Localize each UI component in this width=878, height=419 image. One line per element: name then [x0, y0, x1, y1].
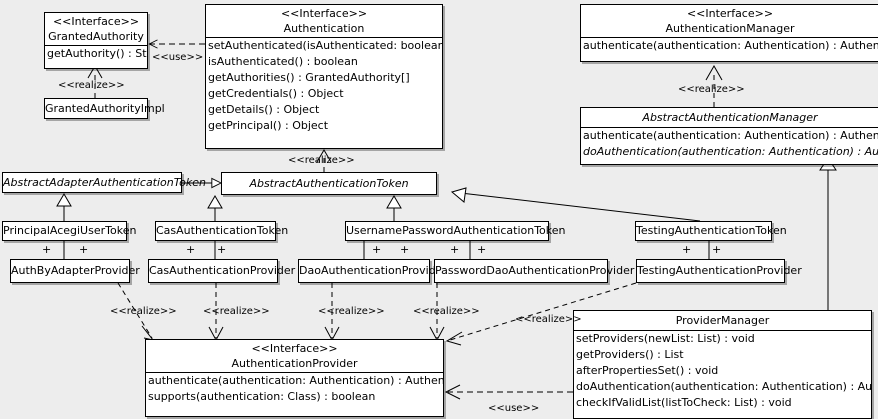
- class-name-label: CasAuthenticationProvider: [149, 264, 296, 277]
- association-marker-plus: +: [450, 243, 460, 256]
- class-box-authentication[interactable]: <<Interface>> Authentication setAuthenti…: [205, 4, 443, 149]
- method-compartment: setAuthenticated(isAuthenticated: boolea…: [206, 37, 442, 134]
- method-row: setAuthenticated(isAuthenticated: boolea…: [208, 39, 442, 52]
- method-row: isAuthenticated() : boolean: [208, 55, 358, 68]
- class-name-label: DaoAuthenticationProvider: [299, 264, 447, 277]
- method-row: afterPropertiesSet() : void: [576, 364, 719, 377]
- edge-label-realize-auth-by-adapter-provider: <<realize>>: [110, 306, 177, 317]
- method-row: supports(authentication: Class) : boolea…: [148, 390, 376, 403]
- association-marker-plus: +: [42, 243, 52, 256]
- method-compartment: authenticate(authentication: Authenticat…: [146, 372, 443, 405]
- class-name-label: AuthenticationManager: [665, 22, 795, 35]
- edge-label-use-authentication-grantedauthority: <<use>>: [152, 52, 204, 63]
- class-header: <<Interface>> GrantedAuthority: [45, 13, 147, 45]
- association-marker-plus: +: [400, 243, 410, 256]
- class-name-label: AuthByAdapterProvider: [11, 264, 140, 277]
- method-compartment: getAuthority() : String: [45, 45, 147, 62]
- edge-label-realize-cas-authentication-provider: <<realize>>: [203, 306, 270, 317]
- class-box-abstract-adapter-authentication-token[interactable]: AbstractAdapterAuthenticationToken: [2, 172, 206, 193]
- method-row: getAuthorities() : GrantedAuthority[]: [208, 71, 410, 84]
- method-row: getCredentials() : Object: [208, 87, 344, 100]
- method-compartment: authenticate(authentication: Authenticat…: [581, 127, 878, 160]
- class-box-password-dao-authentication-provider[interactable]: PasswordDaoAuthenticationProvider: [434, 259, 635, 283]
- association-marker-plus: +: [217, 243, 227, 256]
- class-name-label: TestingAuthenticationProvider: [637, 264, 802, 277]
- class-box-username-password-authentication-token[interactable]: UsernamePasswordAuthenticationToken: [345, 221, 566, 241]
- class-header: <<Interface>> AuthenticationProvider: [146, 340, 443, 372]
- method-row: authenticate(authentication: Authenticat…: [583, 39, 878, 52]
- method-row: doAuthentication(authentication: Authent…: [576, 380, 871, 393]
- edge-label-use-provider-manager: <<use>>: [488, 403, 540, 414]
- stereotype-label: <<Interface>>: [686, 7, 774, 20]
- class-name-label: AuthenticationProvider: [231, 357, 358, 370]
- class-name-label: PrincipalAcegiUserToken: [3, 224, 137, 237]
- method-row: doAuthentication(authentication: Authent…: [583, 145, 878, 158]
- class-name-label: AbstractAuthenticationToken: [249, 177, 409, 190]
- class-name-label: Authentication: [283, 22, 365, 35]
- class-box-abstract-authentication-manager[interactable]: AbstractAuthenticationManager authentica…: [580, 107, 878, 165]
- class-box-cas-authentication-token[interactable]: CasAuthenticationToken: [155, 221, 289, 241]
- method-row: getProviders() : List: [576, 348, 684, 361]
- class-name-label: GrantedAuthorityImpl: [45, 102, 165, 115]
- class-header: <<Interface>> AuthenticationManager: [581, 5, 878, 37]
- association-marker-plus: +: [712, 243, 722, 256]
- class-name-label: UsernamePasswordAuthenticationToken: [346, 224, 566, 237]
- method-row: getDetails() : Object: [208, 103, 320, 116]
- class-box-authentication-provider[interactable]: <<Interface>> AuthenticationProvider aut…: [145, 339, 444, 417]
- edge-label-realize-abstract-authentication-token: <<realize>>: [288, 155, 355, 166]
- stereotype-label: <<Interface>>: [52, 15, 140, 28]
- association-marker-plus: +: [477, 243, 487, 256]
- method-compartment: setProviders(newList: List) : void getPr…: [574, 330, 871, 411]
- association-marker-plus: +: [79, 243, 89, 256]
- association-marker-plus: +: [682, 243, 692, 256]
- edge-label-realize-authentication-manager: <<realize>>: [678, 84, 745, 95]
- class-box-authentication-manager[interactable]: <<Interface>> AuthenticationManager auth…: [580, 4, 878, 62]
- class-box-testing-authentication-token[interactable]: TestingAuthenticationToken: [635, 221, 787, 241]
- class-box-cas-authentication-provider[interactable]: CasAuthenticationProvider: [148, 259, 296, 283]
- class-name-label: PasswordDaoAuthenticationProvider: [435, 264, 635, 277]
- class-name-label: GrantedAuthority: [48, 30, 144, 43]
- class-box-auth-by-adapter-provider[interactable]: AuthByAdapterProvider: [10, 259, 140, 283]
- method-compartment: authenticate(authentication: Authenticat…: [581, 37, 878, 54]
- class-name-label: AbstractAuthenticationManager: [642, 111, 818, 124]
- edge-label-realize-granted-authority-impl: <<realize>>: [58, 80, 125, 91]
- stereotype-label: <<Interface>>: [280, 7, 368, 20]
- class-box-provider-manager[interactable]: ProviderManager setProviders(newList: Li…: [573, 310, 872, 419]
- class-box-abstract-authentication-token[interactable]: AbstractAuthenticationToken: [221, 172, 437, 195]
- class-name-label: ProviderManager: [675, 314, 770, 327]
- class-box-dao-authentication-provider[interactable]: DaoAuthenticationProvider: [298, 259, 447, 283]
- class-box-granted-authority-impl[interactable]: GrantedAuthorityImpl: [44, 98, 165, 119]
- class-header: <<Interface>> Authentication: [206, 5, 442, 37]
- class-name-label: CasAuthenticationToken: [156, 224, 289, 237]
- method-row: getPrincipal() : Object: [208, 119, 329, 132]
- class-box-testing-authentication-provider[interactable]: TestingAuthenticationProvider: [636, 259, 802, 283]
- association-marker-plus: +: [186, 243, 196, 256]
- method-row: getAuthority() : String: [47, 47, 147, 60]
- edge-label-realize-dao-authentication-provider: <<realize>>: [318, 306, 385, 317]
- method-row: setProviders(newList: List) : void: [576, 332, 755, 345]
- class-box-granted-authority[interactable]: <<Interface>> GrantedAuthority getAuthor…: [44, 12, 148, 69]
- method-row: authenticate(authentication: Authenticat…: [583, 129, 878, 142]
- association-marker-plus: +: [372, 243, 382, 256]
- class-box-principal-acegi-user-token[interactable]: PrincipalAcegiUserToken: [2, 221, 137, 241]
- stereotype-label: <<Interface>>: [251, 342, 338, 355]
- method-row: checkIfValidList(listToCheck: List) : vo…: [576, 396, 792, 409]
- edge-label-realize-password-dao-authentication-provider: <<realize>>: [413, 306, 480, 317]
- class-name-label: TestingAuthenticationToken: [636, 224, 787, 237]
- class-name-label: AbstractAdapterAuthenticationToken: [3, 176, 206, 189]
- method-row: authenticate(authentication: Authenticat…: [148, 374, 443, 387]
- edge-label-realize-testing-authentication-provider: <<realize>>: [515, 314, 582, 325]
